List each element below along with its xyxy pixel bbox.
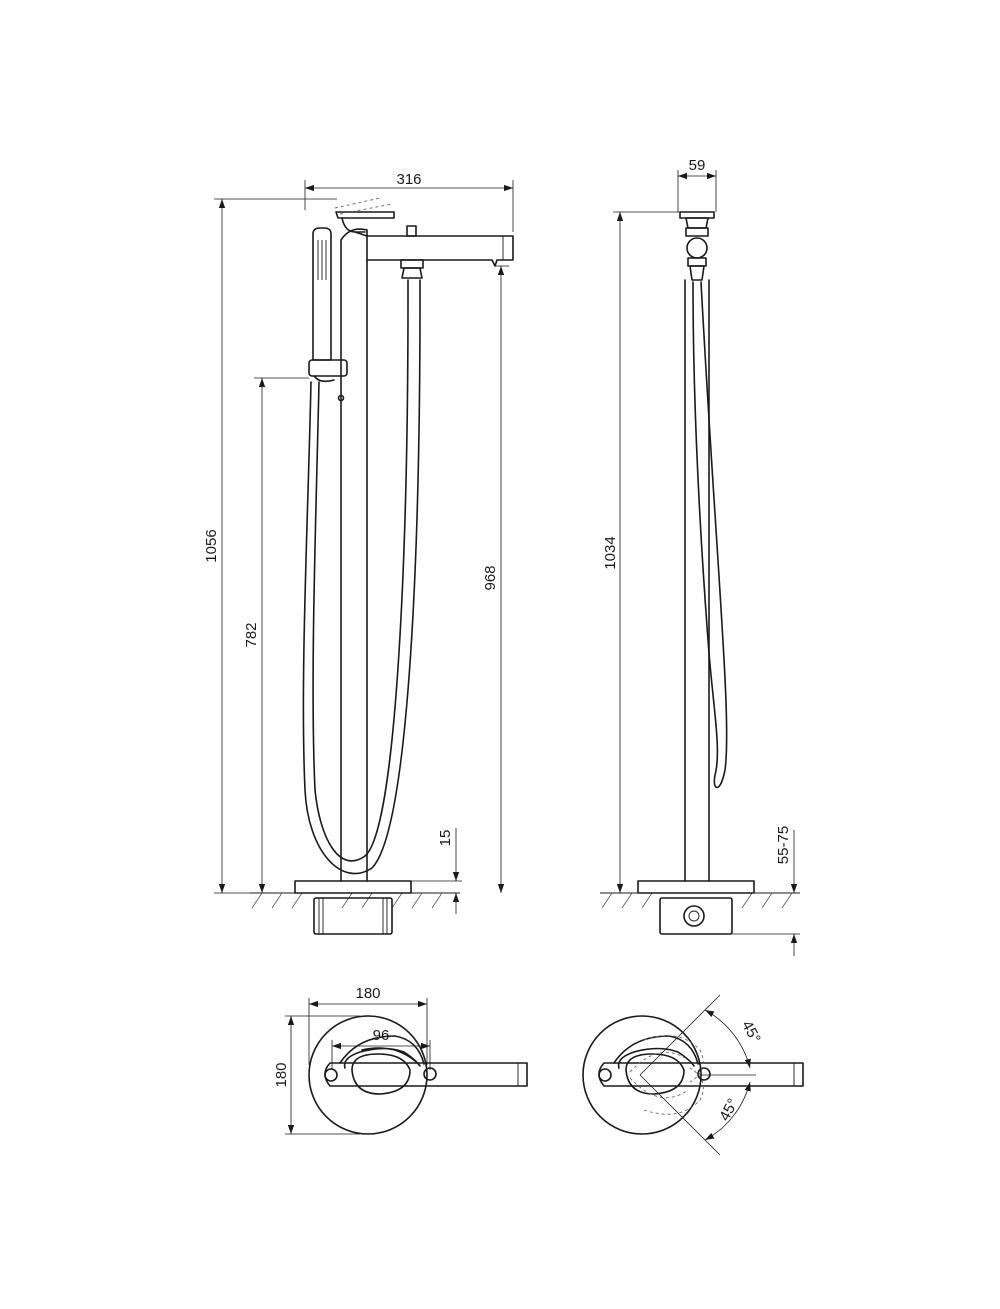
front-base-plate [294, 880, 412, 894]
front-view: 316 1056 782 968 15 [203, 171, 514, 935]
dim-59-label: 59 [689, 157, 706, 174]
front-spout [366, 225, 514, 267]
front-shower-hose [302, 279, 421, 875]
dim-782-label: 782 [243, 622, 260, 647]
rotation-ghost-positions [629, 1035, 704, 1115]
front-mixer-handle [334, 197, 395, 263]
front-floor [250, 892, 460, 909]
rotation-spout-arm [598, 1062, 804, 1087]
dim-180-height-label: 180 [273, 1062, 290, 1087]
dim-180-width: 180 [308, 985, 428, 1065]
dim-1034: 1034 [602, 211, 680, 894]
side-shower-hose [692, 281, 728, 789]
base-view: 180 96 180 [273, 985, 528, 1135]
side-top-body [679, 211, 715, 281]
base-plate-circle [308, 1015, 428, 1135]
base-handle [339, 1035, 425, 1095]
angle-up-label: 45° [738, 1018, 764, 1046]
side-view: 59 1034 55-75 [600, 157, 800, 956]
front-column [340, 239, 368, 882]
dim-782: 782 [243, 377, 309, 893]
front-mounting-box [313, 897, 393, 935]
dim-96: 96 [331, 1027, 431, 1070]
side-floor [600, 892, 800, 909]
side-column [684, 279, 710, 882]
dim-316: 316 [304, 171, 514, 232]
front-hand-shower [308, 227, 348, 402]
dim-1034-label: 1034 [602, 536, 619, 569]
dim-316-label: 316 [396, 171, 421, 188]
dim-180-width-label: 180 [355, 985, 380, 1002]
dim-1056: 1056 [203, 198, 337, 894]
dim-1056-label: 1056 [203, 529, 220, 562]
side-base-plate [637, 880, 755, 894]
dim-968: 968 [482, 265, 509, 893]
rotation-view: 45° 45° [582, 994, 804, 1156]
dim-15-label: 15 [437, 830, 454, 847]
front-hose-connector [400, 259, 424, 279]
dim-59: 59 [677, 157, 717, 212]
dim-96-label: 96 [373, 1027, 390, 1044]
angle-down-label: 45° [716, 1096, 742, 1124]
side-mounting-box [659, 897, 733, 935]
dim-180-height: 180 [273, 1015, 360, 1135]
dim-55-75-label: 55-75 [775, 826, 792, 864]
dim-55-75: 55-75 [732, 826, 800, 956]
dim-15: 15 [411, 828, 462, 914]
dim-968-label: 968 [482, 565, 499, 590]
base-spout-arm [324, 1062, 528, 1087]
